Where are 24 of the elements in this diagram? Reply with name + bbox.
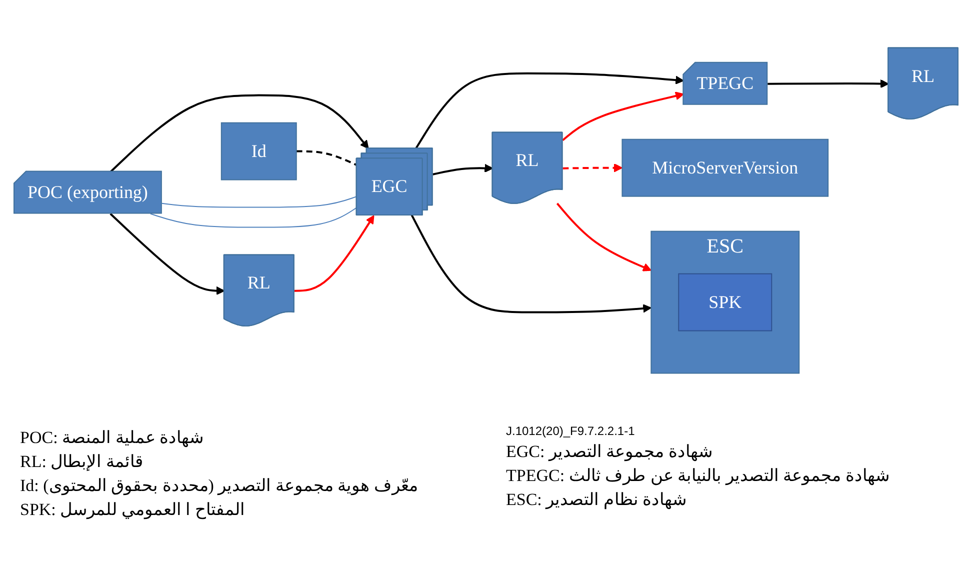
definition-text: EGC: شهادة مجموعة التصدير [506,441,714,462]
node-box: SPK [678,272,772,331]
definition-text: Id: معّرف هوية مجموعة التصدير (محددة بحقوق المحتوى) [20,475,419,496]
arrow [562,91,684,140]
definition-text: TPEGC: شهادة مجموعة التصدير بالنيابة عن طرف ثالث [506,465,890,486]
definition-text: SPK: المفتاح ا العمومي للمرسل [20,499,246,520]
definition-text: POC: شهادة عملية المنصة [20,427,205,448]
arrow [110,94,369,172]
connector [161,195,358,208]
node-box: Id [220,122,297,180]
definition-text: ESC: شهادة نظام التصدير [506,489,688,510]
arrow [110,212,225,295]
arrow [768,78,889,88]
figure-id: J.1012(20)_F9.7.2.2.1-1 [506,424,636,438]
arrow [432,163,494,175]
arrow [294,214,374,292]
definition-text: RL: قائمة الإبطال [20,451,144,472]
arrow [410,214,652,313]
connector [296,150,358,166]
arrow [556,202,652,271]
arrow [562,162,623,172]
node-box: MicroServerVersion [622,138,829,196]
connector [150,206,358,228]
arrow [415,72,684,149]
